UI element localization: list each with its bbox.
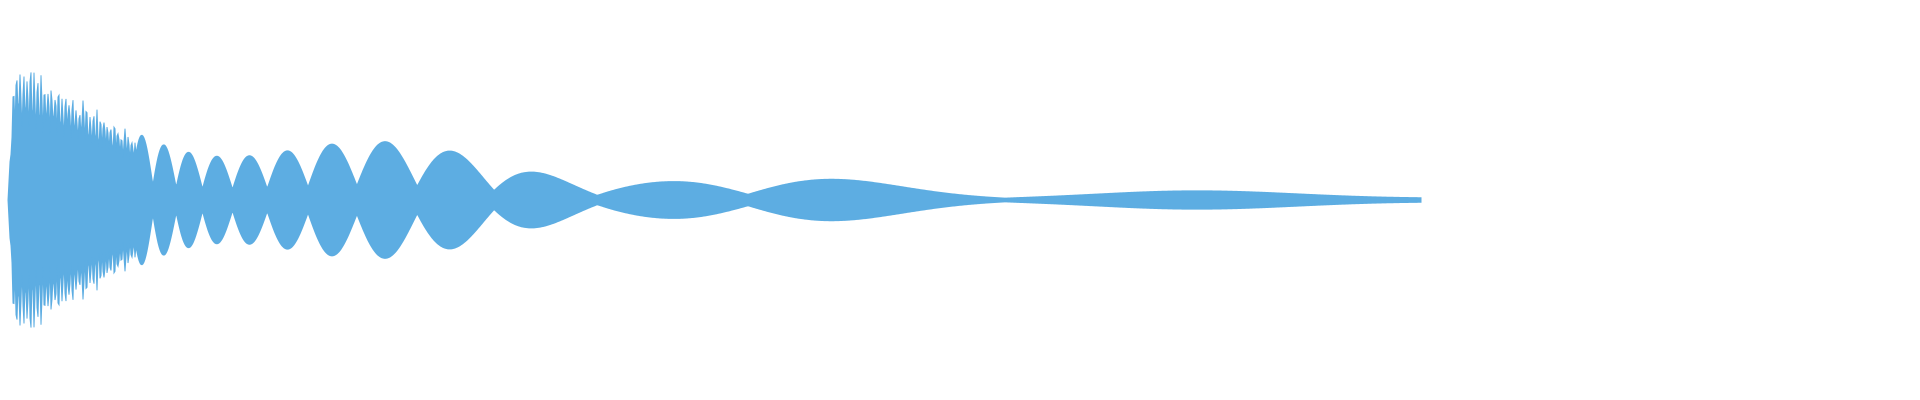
waveform-shape [7,72,1422,328]
